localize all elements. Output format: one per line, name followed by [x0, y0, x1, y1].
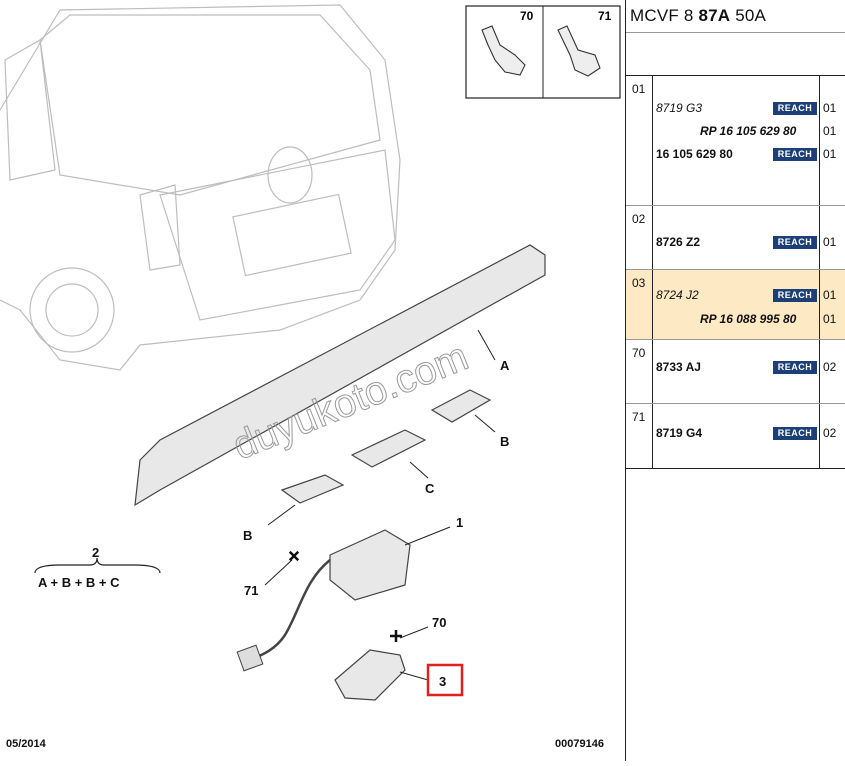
- code-suffix: 50A: [730, 6, 767, 25]
- reach-badge: REACH: [773, 361, 817, 374]
- row-number: 02: [632, 212, 646, 226]
- vehicle-outline: [0, 4, 401, 371]
- screw-71-icon: [557, 25, 601, 77]
- code-bold: 87A: [698, 6, 731, 25]
- screw-label-71: 71: [598, 9, 612, 23]
- vehicle-tailgate: [159, 149, 396, 321]
- column-rule: [652, 270, 653, 339]
- parts-row-03[interactable]: 03 8724 J2 REACH 01 RP 16 088 995 80 01: [626, 270, 845, 340]
- diagram-date: 05/2014: [6, 738, 46, 750]
- screw-label-70: 70: [520, 9, 534, 23]
- callout-1: 1: [456, 515, 463, 530]
- diagram-canvas: A B C B 1 2 A + B + B + C 71 70 3 duyuko…: [0, 4, 621, 701]
- code-prefix: MCVF 8: [630, 6, 699, 25]
- highlight-box-part-3: [426, 663, 464, 697]
- part-reference[interactable]: 8726 Z2: [656, 235, 701, 249]
- parts-row-02[interactable]: 02 8726 Z2 REACH 01: [626, 206, 845, 270]
- trim-strip: [134, 244, 546, 507]
- column-rule: [652, 340, 653, 403]
- vehicle-window: [39, 14, 381, 196]
- quantity: 01: [823, 312, 837, 326]
- quantity: 02: [823, 426, 837, 440]
- part-line: RP 16 105 629 80 01: [626, 124, 845, 140]
- part-line: 8724 J2 REACH 01: [626, 288, 845, 304]
- column-rule: [819, 206, 820, 269]
- column-rule: [819, 404, 820, 468]
- striker-part-3: [334, 649, 406, 701]
- vehicle-plate-recess: [232, 193, 352, 277]
- title-rule: [626, 32, 845, 33]
- formula-brace: [34, 557, 161, 574]
- replacement-reference[interactable]: RP 16 088 995 80: [700, 312, 797, 326]
- row-number: 70: [632, 346, 646, 360]
- callout-b-upper: B: [500, 434, 509, 449]
- formula-text: A + B + B + C: [38, 575, 120, 590]
- row-number: 03: [632, 276, 646, 290]
- vehicle-emblem: [267, 146, 313, 204]
- part-reference[interactable]: 8719 G4: [656, 426, 703, 440]
- license-lamp-b-lower: [280, 474, 345, 504]
- vehicle-wheel-hub: [45, 283, 99, 337]
- callout-b-lower: B: [243, 528, 252, 543]
- part-line: 16 105 629 80 REACH 01: [626, 147, 845, 163]
- callout-70: 70: [432, 615, 446, 630]
- quantity: 01: [823, 235, 837, 249]
- screw-inset: 70 71: [465, 5, 621, 99]
- part-reference[interactable]: 16 105 629 80: [656, 147, 733, 161]
- row-number: 01: [632, 82, 646, 96]
- license-lamp-b-upper: [430, 389, 492, 423]
- vehicle-wheel: [29, 267, 115, 353]
- part-line: 8719 G4 REACH 02: [626, 426, 845, 442]
- vehicle-side-window: [4, 39, 56, 181]
- column-rule: [819, 270, 820, 339]
- callout-71: 71: [244, 583, 258, 598]
- latch-part-1: [329, 529, 411, 601]
- column-rule: [819, 340, 820, 403]
- callout-a: A: [500, 358, 510, 373]
- part-reference[interactable]: 8719 G3: [656, 101, 703, 115]
- column-rule: [819, 76, 820, 205]
- panel-divider: [625, 0, 626, 761]
- reach-badge: REACH: [773, 427, 817, 440]
- diagram-code: MCVF 8 87A 50A: [630, 6, 766, 26]
- trim-piece-c: [350, 429, 427, 468]
- cable-connector: [236, 644, 264, 672]
- reach-badge: REACH: [773, 148, 817, 161]
- exploded-parts-diagram: A B C B 1 2 A + B + B + C 71 70 3 duyuko…: [0, 4, 621, 750]
- column-rule: [652, 206, 653, 269]
- column-rule: [652, 76, 653, 205]
- cross-marker-71: [288, 550, 300, 562]
- callout-2: 2: [92, 545, 99, 560]
- screw-70-icon: [481, 25, 526, 76]
- reach-badge: REACH: [773, 102, 817, 115]
- parts-row-70[interactable]: 70 8733 AJ REACH 02: [626, 340, 845, 404]
- reach-badge: REACH: [773, 289, 817, 302]
- part-line: 8726 Z2 REACH 01: [626, 235, 845, 251]
- part-line: RP 16 088 995 80 01: [626, 312, 845, 328]
- drawing-number: 00079146: [555, 738, 604, 750]
- vehicle-light-cluster: [139, 184, 181, 271]
- latch-cable: [249, 559, 331, 662]
- callout-c: C: [425, 481, 435, 496]
- quantity: 01: [823, 124, 837, 138]
- parts-row-71[interactable]: 71 8719 G4 REACH 02: [626, 404, 845, 468]
- column-rule: [652, 404, 653, 468]
- replacement-reference[interactable]: RP 16 105 629 80: [700, 124, 797, 138]
- part-reference[interactable]: 8724 J2: [656, 288, 699, 302]
- row-number: 71: [632, 410, 646, 424]
- cross-marker-70: [390, 630, 402, 642]
- quantity: 01: [823, 147, 837, 161]
- quantity: 02: [823, 360, 837, 374]
- part-reference[interactable]: 8733 AJ: [656, 360, 701, 374]
- part-line: 8733 AJ REACH 02: [626, 360, 845, 376]
- quantity: 01: [823, 288, 837, 302]
- quantity: 01: [823, 101, 837, 115]
- reach-badge: REACH: [773, 236, 817, 249]
- callout-3: 3: [439, 674, 446, 689]
- part-line: 8719 G3 REACH 01: [626, 101, 845, 117]
